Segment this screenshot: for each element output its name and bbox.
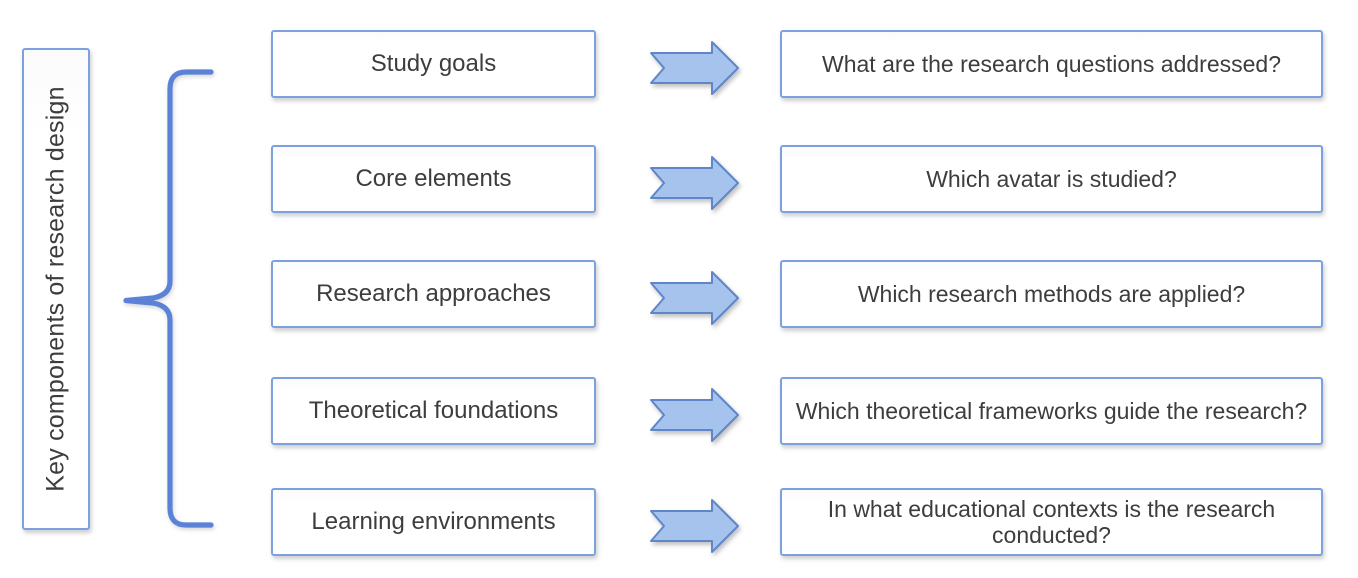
component-box-study-goals: Study goals <box>271 30 596 98</box>
question-label: Which research methods are applied? <box>857 280 1246 307</box>
question-label: Which theoretical frameworks guide the r… <box>795 397 1308 424</box>
question-label: What are the research questions addresse… <box>822 50 1281 77</box>
side-label: Key components of research design <box>41 86 70 492</box>
curly-brace-icon <box>123 69 214 528</box>
question-box-avatar: Which avatar is studied? <box>780 145 1323 213</box>
component-box-learning-environments: Learning environments <box>271 488 596 556</box>
right-arrow-icon <box>650 41 739 95</box>
question-label: In what educational contexts is the rese… <box>827 495 1276 548</box>
component-box-theoretical-foundations: Theoretical foundations <box>271 377 596 445</box>
question-box-research-questions: What are the research questions addresse… <box>780 30 1323 98</box>
question-label: Which avatar is studied? <box>926 165 1177 192</box>
right-arrow-icon <box>650 388 739 442</box>
component-box-research-approaches: Research approaches <box>271 260 596 328</box>
question-box-research-methods: Which research methods are applied? <box>780 260 1323 328</box>
right-arrow-icon <box>650 271 739 325</box>
right-arrow-icon <box>650 499 739 553</box>
component-label: Study goals <box>370 50 497 77</box>
component-box-core-elements: Core elements <box>271 145 596 213</box>
component-label: Core elements <box>355 165 512 192</box>
component-label: Research approaches <box>316 280 551 307</box>
question-box-theoretical-frameworks: Which theoretical frameworks guide the r… <box>780 377 1323 445</box>
right-arrow-icon <box>650 156 739 210</box>
question-box-educational-contexts: In what educational contexts is the rese… <box>780 488 1323 556</box>
component-label: Learning environments <box>311 508 556 535</box>
component-label: Theoretical foundations <box>308 397 559 424</box>
side-label-box: Key components of research design <box>22 48 90 530</box>
